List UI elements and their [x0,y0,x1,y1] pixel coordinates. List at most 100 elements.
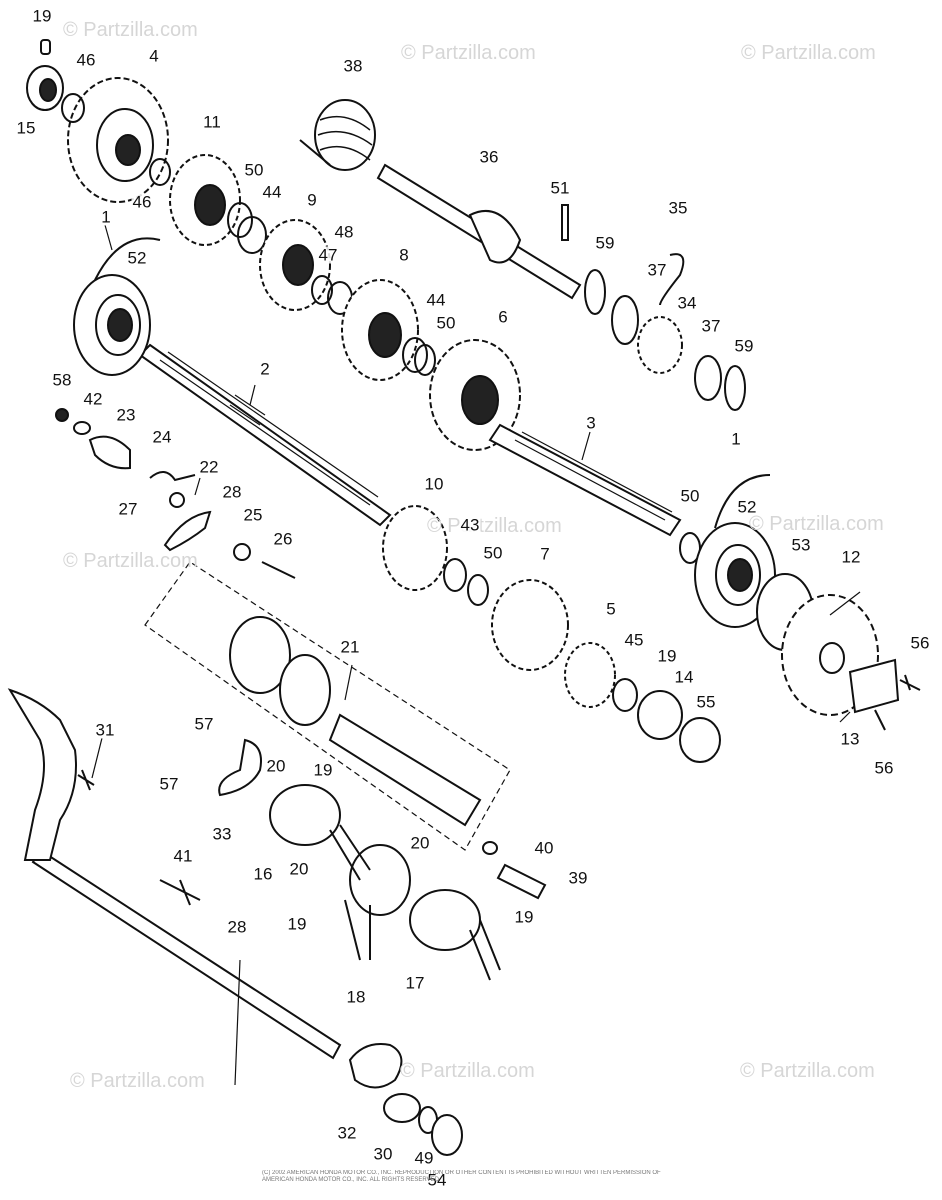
bolt-56-b [874,709,886,731]
callout-label: 59 [594,233,616,253]
callout-label: 4 [148,46,160,66]
callout-label: 1 [730,429,742,449]
callout-label: 31 [94,720,116,740]
callout-label: 23 [115,405,137,425]
circlip-1-left [94,237,161,281]
arm-23 [88,435,131,470]
spring-32 [348,1043,403,1089]
spring-35 [659,253,685,306]
callout-label: 37 [700,316,722,336]
drum-21 [229,616,291,694]
callout-label: 8 [398,245,410,265]
seal-54 [431,1114,463,1156]
washer-30 [383,1093,421,1123]
ring-50-b [414,344,436,376]
callout-label: 47 [317,245,339,265]
callout-label: 46 [131,192,153,212]
shift-shaft-28 [31,848,342,1060]
plate-13 [848,658,900,714]
callout-label: 36 [478,147,500,167]
callout-label: 28 [221,482,243,502]
callout-label: 57 [158,774,180,794]
watermark-text: © Partzilla.com [70,1070,205,1092]
callout-label: 48 [333,222,355,242]
ring-44-a [237,216,267,254]
callout-label: 19 [312,760,334,780]
watermark-text: © Partzilla.com [63,19,198,41]
ring-50-d [467,574,489,606]
callout-label: 50 [679,486,701,506]
washer-42 [73,421,91,435]
bearing-15 [26,65,64,111]
callout-label: 43 [459,515,481,535]
callout-label: 3 [585,413,597,433]
callout-label: 42 [82,389,104,409]
pin-51 [561,204,569,241]
nut-58 [55,408,69,422]
gear-34 [637,316,683,374]
shift-arm [7,688,77,861]
bolt-56-a [899,674,921,691]
callout-label: 30 [372,1144,394,1164]
spring-24 [149,471,196,482]
callout-label: 20 [409,833,431,853]
watermark-text: © Partzilla.com [63,550,198,572]
fork-17 [409,889,481,951]
callout-label: 52 [126,248,148,268]
watermark-text: © Partzilla.com [749,513,884,535]
gear-36 [468,210,522,264]
callout-label: 35 [667,198,689,218]
gear-7 [491,579,569,671]
callout-label: 45 [623,630,645,650]
bushing-14 [637,690,683,740]
washer-46-top [61,93,85,123]
pin-19-top [40,39,51,55]
callout-label: 21 [339,637,361,657]
guide-plate-33 [218,738,262,797]
callout-label: 58 [51,370,73,390]
watermark-text: © Partzilla.com [741,42,876,64]
ring-37-b [694,355,722,401]
callout-label: 46 [75,50,97,70]
callout-label: 37 [646,260,668,280]
callout-label: 12 [840,547,862,567]
gear-8 [341,279,419,381]
fork-16 [269,784,341,846]
callout-label: 19 [513,907,535,927]
callout-label: 19 [286,914,308,934]
bearing-52-right [694,522,776,628]
callout-label: 19 [31,6,53,26]
gear-10 [382,505,448,591]
callout-label: 16 [252,864,274,884]
bolt-41 [159,879,201,906]
drum-assembly-box [144,561,511,851]
callout-label: 41 [172,846,194,866]
callout-label: 6 [497,307,509,327]
spring-38 [299,99,376,171]
callout-label: 26 [272,529,294,549]
callout-label: 2 [259,359,271,379]
callout-label: 49 [413,1148,435,1168]
callout-label: 5 [605,599,617,619]
callout-label: 32 [336,1123,358,1143]
ring-37-a [611,295,639,345]
watermark-text: © Partzilla.com [427,515,562,537]
copyright-notice: (C) 2002 AMERICAN HONDA MOTOR CO., INC. … [262,1170,661,1183]
callout-label: 40 [533,838,555,858]
circlip-59-a [584,269,606,315]
callout-label: 50 [435,313,457,333]
gear-6 [429,339,521,451]
callout-label: 24 [151,427,173,447]
circlip-1-right [714,474,771,529]
watermark-text: © Partzilla.com [400,1060,535,1082]
callout-label: 20 [288,859,310,879]
pin-26 [261,561,296,579]
callout-label: 28 [226,917,248,937]
spring-plunger-39 [496,863,547,900]
ring-50-a [227,202,253,238]
ring-43 [443,558,467,592]
callout-label: 10 [423,474,445,494]
drum-bearing [279,654,331,726]
callout-label: 51 [549,178,571,198]
